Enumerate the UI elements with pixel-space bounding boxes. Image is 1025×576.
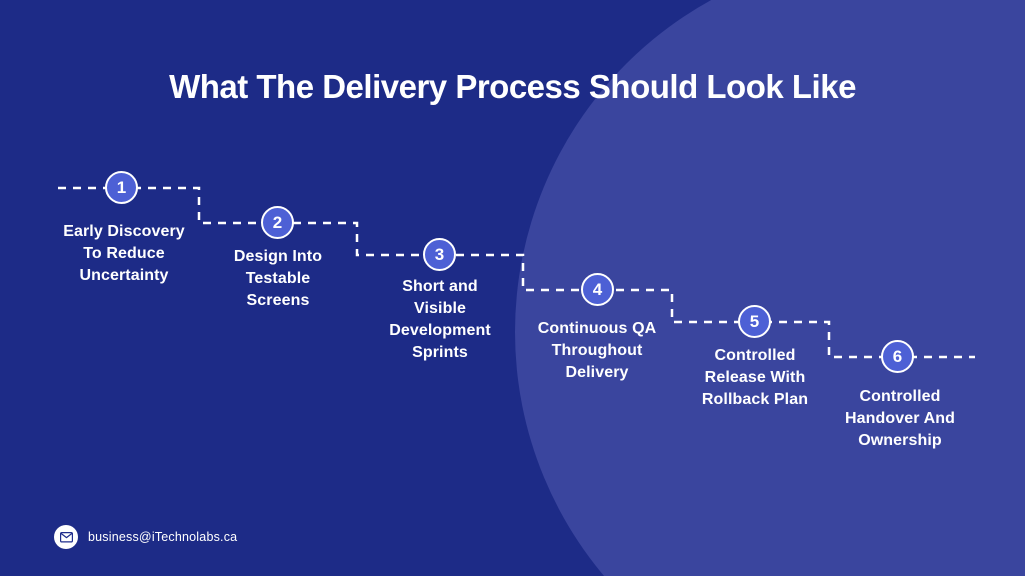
step-label-4: Continuous QA Throughout Delivery <box>537 320 657 381</box>
step-node-2: 2 <box>261 206 294 239</box>
step-number: 1 <box>116 177 127 197</box>
email-icon-circle <box>54 525 78 549</box>
step-label-6: Controlled Handover And Ownership <box>845 388 955 449</box>
contact-email[interactable]: business@iTechnolabs.ca <box>88 530 238 544</box>
step-node-5: 5 <box>738 305 771 338</box>
step-number: 3 <box>434 244 445 264</box>
step-number: 2 <box>272 212 283 232</box>
page-title: What The Delivery Process Should Look Li… <box>169 68 856 105</box>
dashed-step-path <box>58 186 975 359</box>
envelope-icon <box>59 531 73 542</box>
step-node-6: 6 <box>881 340 914 373</box>
footer-contact: business@iTechnolabs.ca <box>54 525 237 549</box>
step-node-4: 4 <box>581 273 614 306</box>
step-node-1: 1 <box>105 171 138 204</box>
step-label-2: Design Into Testable Screens <box>233 248 323 309</box>
step-label-3: Short and Visible Development Sprints <box>389 278 491 361</box>
step-label-1: Early Discovery To Reduce Uncertainty <box>63 223 185 284</box>
step-number: 4 <box>592 279 603 299</box>
step-number: 5 <box>749 311 760 331</box>
step-node-3: 3 <box>423 238 456 271</box>
step-number: 6 <box>892 346 903 366</box>
step-label-5: Controlled Release With Rollback Plan <box>701 347 809 408</box>
